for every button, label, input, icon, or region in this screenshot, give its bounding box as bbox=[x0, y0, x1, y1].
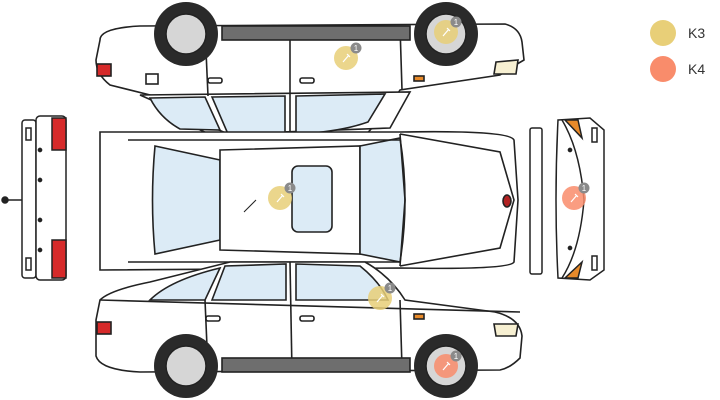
headlight-top bbox=[493, 59, 519, 75]
count-badge bbox=[450, 16, 462, 28]
car-top-view bbox=[99, 130, 519, 271]
damage-marker-k3[interactable]: 1 bbox=[434, 16, 462, 45]
wheel-top-left bbox=[154, 2, 218, 66]
wrench-icon bbox=[376, 293, 385, 303]
headlight-bottom bbox=[493, 323, 519, 337]
damage-markers: 1 1 1 1 1 1 bbox=[268, 16, 590, 379]
damage-marker-k4[interactable]: 1 bbox=[434, 350, 462, 379]
tail-light-top bbox=[96, 63, 112, 77]
legend-label-k4: K4 bbox=[688, 61, 706, 77]
count-badge bbox=[578, 182, 590, 194]
tail-light-bottom bbox=[96, 321, 112, 335]
damage-marker-k3[interactable]: 1 bbox=[368, 282, 396, 311]
rear-windshield bbox=[151, 145, 221, 255]
legend-swatch-k3 bbox=[650, 20, 676, 46]
sunroof bbox=[291, 165, 333, 233]
legend-swatch-k4 bbox=[650, 56, 676, 82]
count-badge-label: 1 bbox=[354, 44, 359, 53]
damage-marker-k3[interactable]: 1 bbox=[268, 182, 296, 211]
legend: K3 K4 bbox=[650, 20, 720, 92]
damage-marker-k4[interactable]: 1 bbox=[562, 182, 590, 211]
wheel-bottom-left bbox=[154, 334, 218, 398]
window-rear-bottom bbox=[148, 266, 222, 301]
count-badge-label: 1 bbox=[288, 184, 293, 193]
legend-item-k3[interactable]: K3 bbox=[650, 20, 720, 46]
wrench-icon bbox=[342, 53, 351, 63]
window-rear-top bbox=[148, 96, 222, 131]
front-emblem bbox=[502, 194, 512, 208]
car-rear-view bbox=[1, 115, 67, 281]
wrench-icon bbox=[276, 193, 285, 203]
count-badge bbox=[284, 182, 296, 194]
wrench-icon bbox=[442, 27, 451, 37]
wrench-icon bbox=[442, 361, 451, 371]
count-badge-label: 1 bbox=[454, 352, 459, 361]
window-mid-bottom bbox=[210, 263, 287, 301]
legend-item-k4[interactable]: K4 bbox=[650, 56, 720, 82]
indicator-bottom bbox=[413, 313, 425, 320]
count-badge bbox=[450, 350, 462, 362]
count-badge-label: 1 bbox=[582, 184, 587, 193]
front-windshield bbox=[359, 137, 406, 263]
legend-label-k3: K3 bbox=[688, 25, 706, 41]
wrench-icon bbox=[570, 193, 579, 203]
count-badge-label: 1 bbox=[454, 18, 459, 27]
indicator-top bbox=[413, 75, 425, 82]
count-badge bbox=[350, 42, 362, 54]
damage-marker-k3[interactable]: 1 bbox=[334, 42, 362, 71]
count-badge-label: 1 bbox=[388, 284, 393, 293]
count-badge bbox=[384, 282, 396, 294]
